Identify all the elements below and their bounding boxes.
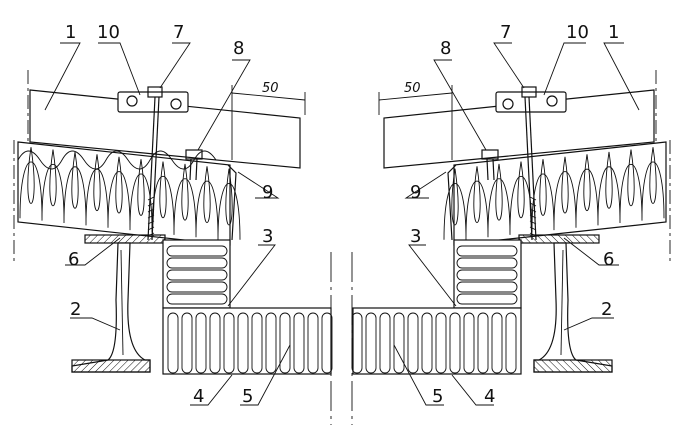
bottom-insulation-left [162,307,333,375]
gap-filler-right [453,239,522,309]
dimension-lines-right [378,85,453,160]
callout-7-left: 7 [173,22,184,43]
steel-beam-left [71,234,166,373]
callout-2-right: 2 [601,299,612,320]
dimension-50-left: 50 [262,81,279,96]
callout-4-right: 4 [484,386,495,407]
roof-panel-left [27,70,301,169]
callout-1-right: 1 [608,22,619,43]
fastener-assembly-left [117,86,237,241]
steel-beam-right [518,234,613,373]
callout-1-left: 1 [65,22,76,43]
mineral-wool-pattern [443,147,665,240]
leaders-left [44,42,291,406]
bottom-wool-pattern [351,312,517,374]
dimension-50-right: 50 [404,81,421,96]
insulation-layer-left [13,140,241,262]
callout-4-left: 4 [193,386,204,407]
fastener-assembly-right [447,86,567,241]
callout-6-left: 6 [68,249,79,270]
leaders-right [393,42,640,406]
callout-5-left: 5 [242,386,253,407]
callouts-left: 1 10 7 8 9 3 6 2 4 5 [65,22,273,407]
left-half-assembly: 50 1 10 7 8 9 3 6 2 4 5 [13,22,333,407]
callout-5-right: 5 [432,386,443,407]
roof-panel-right [383,70,657,169]
bottom-insulation-right [351,307,522,375]
right-half-assembly: 50 1 10 7 8 9 3 6 2 4 5 [351,22,671,407]
callout-3-left: 3 [262,226,273,247]
callouts-right: 50 1 10 7 8 9 3 6 2 4 5 [404,22,619,407]
dimension-left: 50 [231,81,306,160]
callout-9-left: 9 [262,182,273,203]
mineral-wool-pattern [19,147,241,240]
gap-filler-wool-pattern [456,245,518,305]
gap-filler-left [162,239,231,309]
center-break-lines [330,252,353,425]
bottom-wool-pattern [167,312,333,374]
callout-9-right: 9 [410,182,421,203]
callout-10-right: 10 [566,22,589,43]
callout-8-right: 8 [440,38,451,59]
callout-2-left: 2 [70,299,81,320]
callout-7-right: 7 [500,22,511,43]
callout-3-right: 3 [410,226,421,247]
callout-8-left: 8 [233,38,244,59]
callout-6-right: 6 [603,249,614,270]
callout-10-left: 10 [97,22,120,43]
gap-filler-wool-pattern [166,245,228,305]
